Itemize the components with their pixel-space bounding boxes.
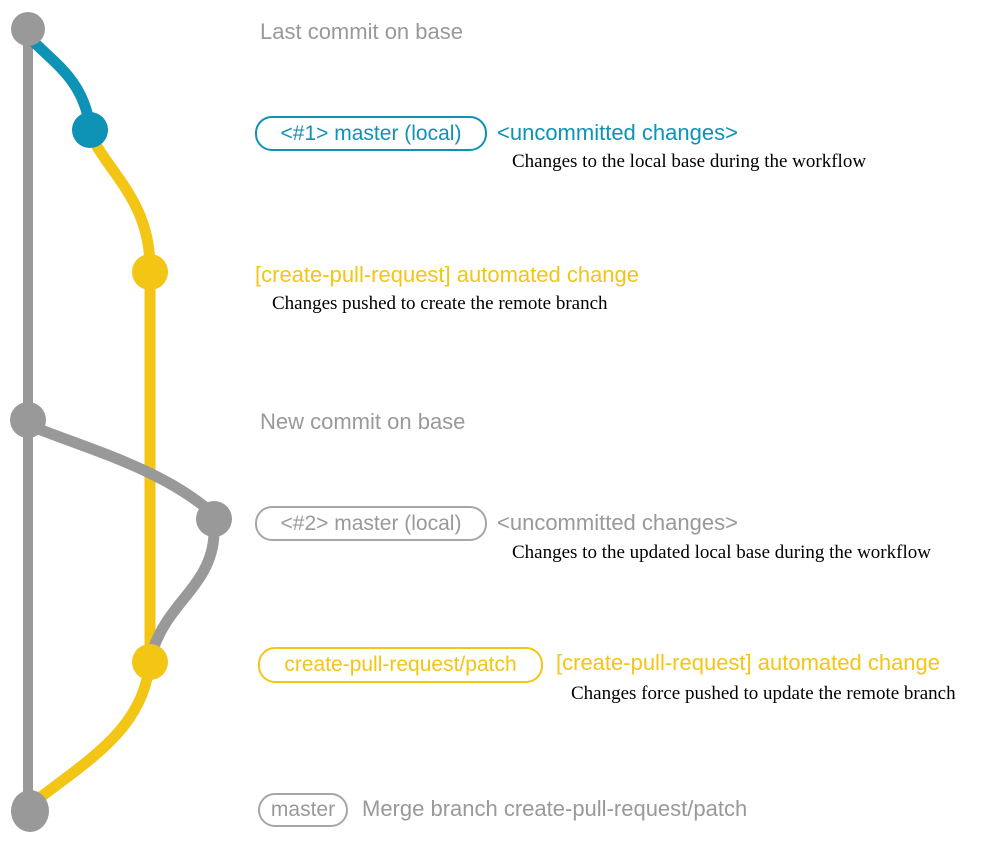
- title-uncommitted-changes-1: <uncommitted changes>: [497, 120, 738, 145]
- commit-patch-2: [132, 644, 168, 680]
- desc-uncommitted-changes-1: Changes to the local base during the wor…: [512, 151, 867, 172]
- desc-automated-change-1: Changes pushed to create the remote bran…: [272, 293, 608, 314]
- annotation-last-commit: Last commit on base: [260, 19, 463, 44]
- title-automated-change-1: [create-pull-request] automated change: [255, 262, 640, 287]
- commit-local-1: [72, 112, 108, 148]
- tag-master-merge: master: [258, 793, 348, 827]
- commit-new-base: [10, 402, 46, 438]
- tag-master-local-1-label: <#1> master (local): [280, 121, 462, 145]
- tag-master-merge-label: master: [270, 798, 336, 821]
- desc-uncommitted-changes-2: Changes to the updated local base during…: [512, 542, 931, 563]
- tag-master-local-1: <#1> master (local): [255, 116, 487, 151]
- desc-automated-change-2: Changes force pushed to update the remot…: [571, 683, 956, 704]
- new-base-update-curve: [25, 420, 217, 518]
- title-automated-change-2: [create-pull-request] automated change: [556, 650, 941, 675]
- title-uncommitted-changes-2: <uncommitted changes>: [497, 510, 738, 535]
- tag-patch-branch: create-pull-request/patch: [258, 647, 543, 683]
- tag-master-local-2-label: <#2> master (local): [280, 511, 462, 535]
- commit-patch-1: [132, 254, 168, 290]
- title-merge-branch: Merge branch create-pull-request/patch: [362, 796, 748, 821]
- force-push-curve: [147, 528, 220, 656]
- local-change-curve: [22, 30, 96, 133]
- commit-local-2: [196, 501, 232, 537]
- commit-merge: [11, 790, 49, 832]
- commit-last-base: [11, 12, 45, 46]
- annotation-new-commit: New commit on base: [260, 409, 466, 434]
- tag-patch-branch-label: create-pull-request/patch: [284, 653, 517, 676]
- tag-master-local-2: <#2> master (local): [255, 506, 487, 541]
